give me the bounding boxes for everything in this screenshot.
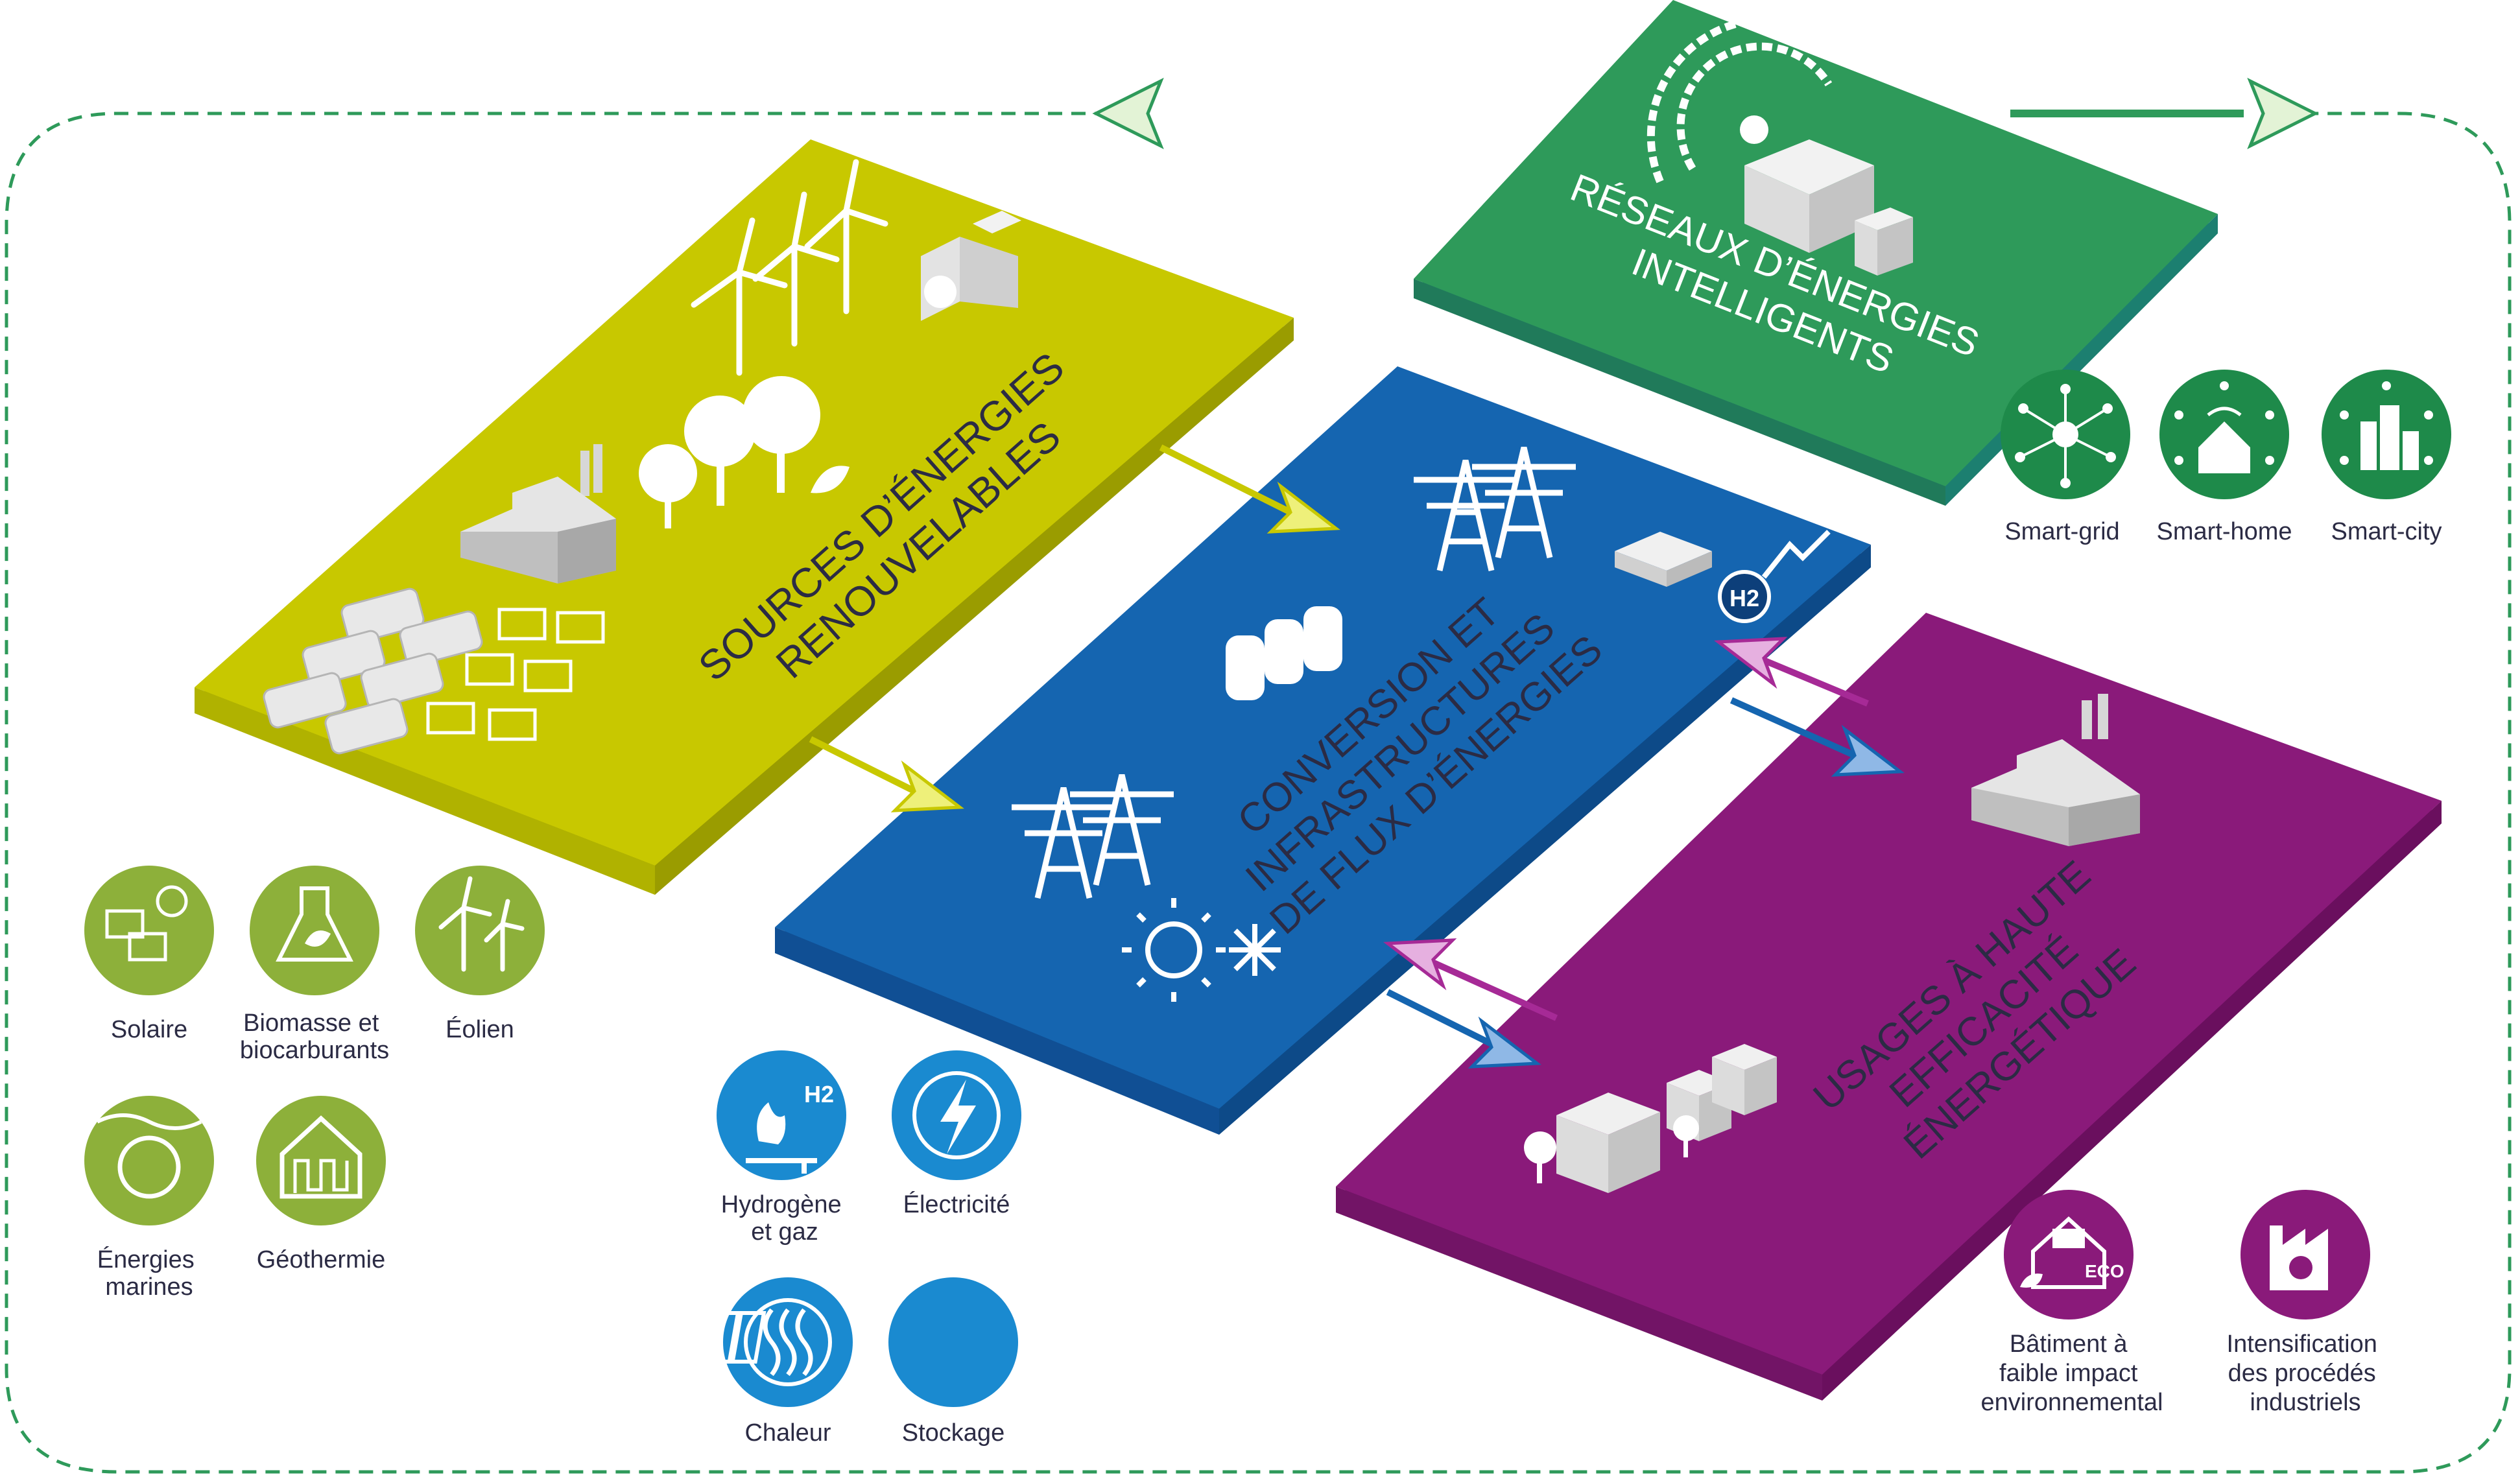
power-pylons-bottom-illustration bbox=[1012, 774, 1174, 899]
biomass-icon-group: Biomasse et biocarburants bbox=[240, 866, 389, 1064]
wifi-signal-illustration bbox=[1646, 16, 1858, 183]
storage-label: Stockage bbox=[902, 1419, 1004, 1447]
plate-renewables: SOURCES D’ÉNERGIES RENOUVELABLES bbox=[195, 139, 1294, 895]
factory-illustration bbox=[460, 444, 616, 584]
smart-home-icon-group: Smart-home bbox=[2156, 370, 2292, 545]
dashed-loop-border bbox=[5, 112, 2512, 1474]
solar-label: Solaire bbox=[111, 1016, 187, 1043]
heat-label: Chaleur bbox=[744, 1419, 831, 1447]
electricity-label: Électricité bbox=[903, 1190, 1010, 1218]
eco-building-icon-group: ECO Bâtiment à faible impact environneme… bbox=[1981, 1190, 2163, 1416]
flask-leaf-icon bbox=[250, 866, 379, 995]
power-pylons-top-illustration bbox=[1414, 446, 1576, 572]
hydrogen-storage-illustration: H2 bbox=[1615, 530, 1831, 623]
solar-panel-icon bbox=[84, 866, 214, 995]
factory-gear-label: Intensification des procédés industriels bbox=[2227, 1331, 2384, 1416]
marine-icon-group: Énergies marines bbox=[84, 1096, 214, 1301]
usage-icons: ECO Bâtiment à faible impact environneme… bbox=[1981, 1190, 2384, 1416]
smart-city-label: Smart-city bbox=[2331, 518, 2442, 545]
wind-turbines-illustration bbox=[691, 159, 888, 376]
plate-networks: RÉSEAUX D’ÉNERGIES INTELLIGENTS bbox=[1414, 0, 2218, 506]
geothermal-label: Géothermie bbox=[257, 1246, 386, 1273]
renewable-icons: Solaire Biomasse et biocarburants Éolien bbox=[84, 866, 545, 1301]
pv-grid-panels-illustration bbox=[426, 608, 605, 741]
eco-building-icon bbox=[2004, 1190, 2134, 1319]
hydrogen-gas-icon bbox=[717, 1050, 846, 1180]
electricity-icon-group: Électricité bbox=[892, 1050, 1021, 1218]
smart-city-icon-group: Smart-city bbox=[2322, 370, 2451, 545]
wind-label: Éolien bbox=[446, 1015, 514, 1043]
smart-home-label: Smart-home bbox=[2156, 518, 2292, 545]
h2-tag: H2 bbox=[1730, 585, 1759, 611]
h2-icon-tag: H2 bbox=[804, 1081, 834, 1107]
wind-turbine-icon bbox=[415, 866, 545, 995]
trees-illustration bbox=[639, 376, 850, 528]
plate-conversion: H2 CONVERSION ET INFRASTRUCTURES DE FLUX… bbox=[775, 366, 1871, 1135]
heat-icon-group: Chaleur bbox=[723, 1277, 853, 1447]
solar-panels-illustration bbox=[263, 587, 483, 755]
biomass-label: Biomasse et biocarburants bbox=[240, 1010, 389, 1064]
flow-arrow-conversion-usages-top bbox=[1714, 637, 1905, 777]
flow-arrow-conversion-usages-bottom bbox=[1383, 938, 1558, 1069]
storage-icon-group: Stockage bbox=[678, 1277, 1018, 1447]
smart-grid-label: Smart-grid bbox=[2004, 518, 2119, 545]
factory-gear-icon-group: Intensification des procédés industriels bbox=[2227, 1190, 2384, 1416]
data-center-illustration bbox=[1744, 139, 1913, 276]
network-icons: Smart-grid Smart-home Smart-city bbox=[2001, 370, 2451, 545]
network-loop-arrow bbox=[1092, 77, 2319, 150]
geothermal-icon-group: Géothermie bbox=[256, 1096, 386, 1273]
sun-snowflake-illustration bbox=[1122, 898, 1281, 1002]
flow-arrow-renewables-to-conversion-bottom bbox=[809, 736, 964, 812]
eco-building-label: Bâtiment à faible impact environnemental bbox=[1981, 1331, 2163, 1416]
hydrogen-label: Hydrogène et gaz bbox=[721, 1191, 848, 1246]
solar-icon-group: Solaire bbox=[84, 866, 214, 1043]
wind-icon-group: Éolien bbox=[415, 866, 545, 1043]
batteries-illustration bbox=[1226, 606, 1342, 700]
eco-tag: ECO bbox=[2085, 1261, 2124, 1281]
smart-grid-icon-group: Smart-grid bbox=[2001, 370, 2130, 545]
battery-storage-icon bbox=[888, 1277, 1018, 1407]
usage-buildings-illustration bbox=[1524, 1044, 1777, 1193]
flow-arrow-renewables-to-conversion-top bbox=[1159, 444, 1340, 534]
wave-turbine-icon bbox=[84, 1096, 214, 1225]
marine-label: Énergies marines bbox=[97, 1246, 202, 1301]
house-illustration bbox=[921, 211, 1021, 321]
usage-factory-illustration bbox=[1971, 694, 2140, 846]
plate-usages: USAGES À HAUTE EFFICACITÉ ÉNERGÉTIQUE bbox=[1336, 613, 2442, 1401]
conversion-icons: H2 Hydrogène et gaz Électricité Chaleur bbox=[678, 1050, 1021, 1447]
hydrogen-icon-group: H2 Hydrogène et gaz bbox=[717, 1050, 848, 1246]
signal-dot bbox=[1740, 115, 1768, 144]
